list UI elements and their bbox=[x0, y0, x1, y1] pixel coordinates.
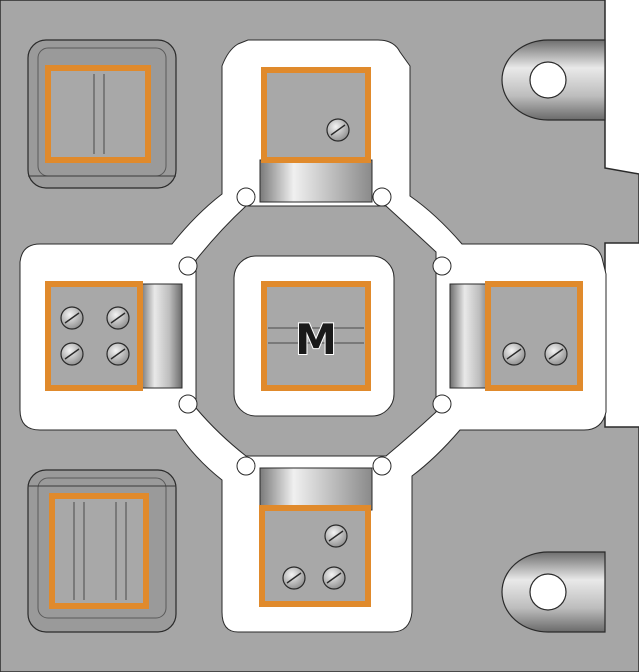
frame-bottom-left bbox=[49, 493, 149, 609]
mounting-hole-top bbox=[501, 39, 606, 121]
frame-right bbox=[485, 281, 583, 391]
slotted-screw-icon bbox=[544, 342, 568, 366]
center-label: M bbox=[295, 315, 337, 364]
frame-bottom bbox=[259, 505, 371, 607]
slotted-screw-icon bbox=[282, 566, 306, 590]
mounting-hole-bottom bbox=[501, 551, 606, 633]
slotted-screw-icon bbox=[324, 524, 348, 548]
frame-top-left bbox=[45, 65, 151, 163]
screw-group bbox=[60, 118, 568, 590]
frame-left bbox=[45, 281, 143, 391]
spring-clip-top bbox=[259, 159, 373, 203]
slotted-screw-icon bbox=[502, 342, 526, 366]
slot-lines bbox=[73, 74, 364, 600]
slotted-screw-icon bbox=[322, 566, 346, 590]
slotted-screw-icon bbox=[106, 342, 130, 366]
slotted-screw-icon bbox=[60, 306, 84, 330]
spring-clip-left bbox=[139, 283, 183, 389]
spring-clip-bottom bbox=[259, 467, 373, 511]
slotted-screw-icon bbox=[106, 306, 130, 330]
frame-center bbox=[261, 281, 371, 391]
frame-top bbox=[261, 67, 371, 163]
slotted-screw-icon bbox=[326, 118, 350, 142]
component-frames bbox=[45, 65, 583, 609]
slotted-screw-icon bbox=[60, 342, 84, 366]
